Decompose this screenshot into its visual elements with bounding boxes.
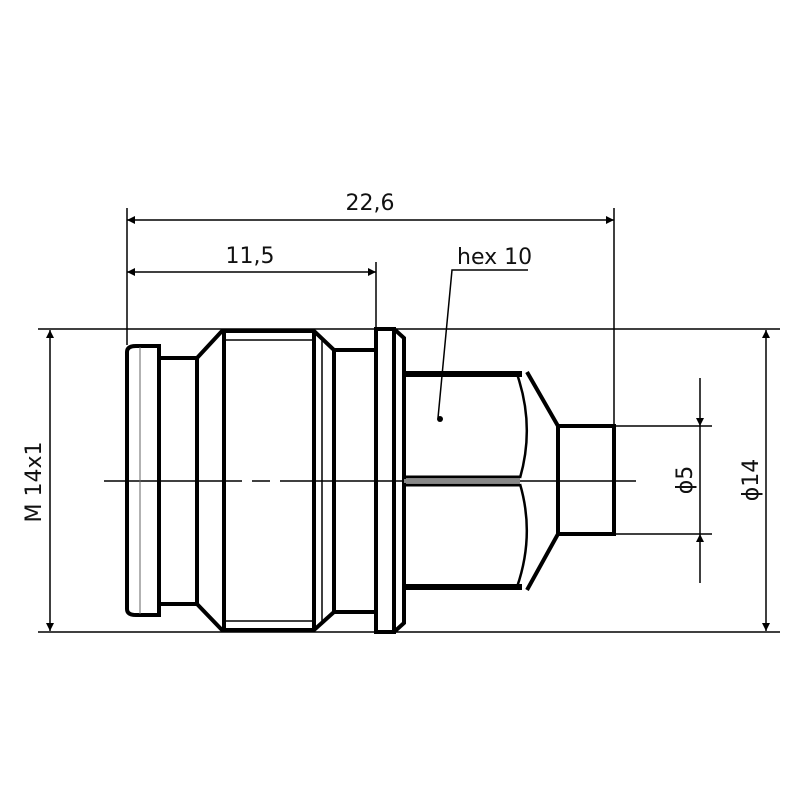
dimension-thread-length: 11,5: [127, 244, 376, 276]
hex-leader: hex 10: [437, 245, 532, 422]
thread-length-label: 11,5: [226, 244, 275, 269]
part-outline: [125, 327, 616, 634]
extension-lines: [38, 208, 780, 633]
dimension-thread-diameter: M 14x1: [22, 330, 54, 631]
hex-label: hex 10: [457, 245, 532, 270]
dimension-small-diameter: ϕ5: [673, 378, 704, 583]
large-diameter-label: ϕ14: [739, 459, 764, 502]
overall-length-label: 22,6: [346, 191, 395, 216]
small-diameter-label: ϕ5: [673, 466, 698, 495]
dimension-overall-length: 22,6: [127, 191, 614, 224]
thread-label: M 14x1: [22, 442, 47, 523]
dimension-large-diameter: ϕ14: [739, 330, 770, 631]
